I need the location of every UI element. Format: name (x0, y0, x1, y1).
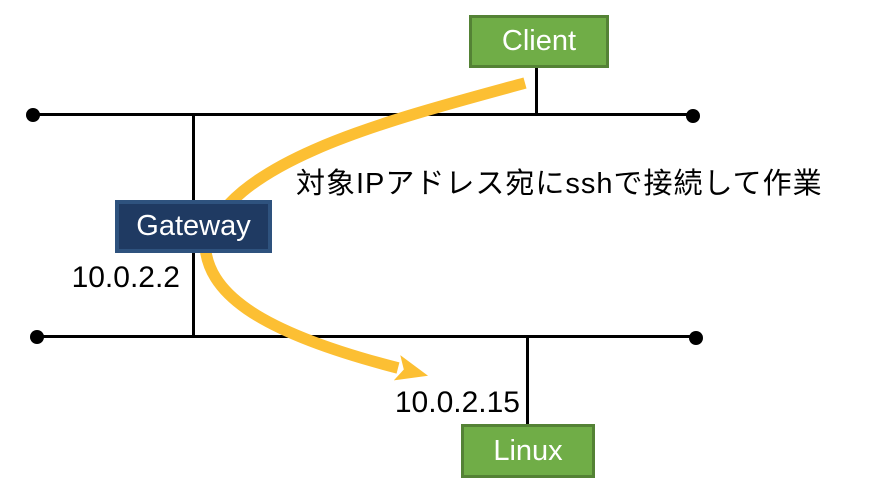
linux-node: Linux (461, 424, 595, 478)
network-segment-top-line (33, 113, 693, 116)
bottom-segment-left-endpoint-dot (30, 330, 44, 344)
linux-node-label: Linux (493, 434, 563, 467)
client-connector-line (535, 67, 538, 115)
gateway-node-label: Gateway (136, 210, 251, 242)
ssh-annotation-text: 対象IPアドレス宛にsshで接続して作業 (296, 168, 823, 200)
linux-connector-line (526, 337, 529, 425)
linux-ip-label: 10.0.2.15 (394, 386, 520, 419)
client-node: Client (469, 15, 609, 68)
network-segment-bottom-line (37, 335, 697, 338)
gateway-ip-label: 10.0.2.2 (71, 261, 180, 294)
top-segment-left-endpoint-dot (26, 108, 40, 122)
gateway-node: Gateway (115, 200, 272, 253)
client-node-label: Client (501, 25, 577, 57)
bottom-segment-right-endpoint-dot (689, 331, 703, 345)
top-segment-right-endpoint-dot (686, 109, 700, 123)
